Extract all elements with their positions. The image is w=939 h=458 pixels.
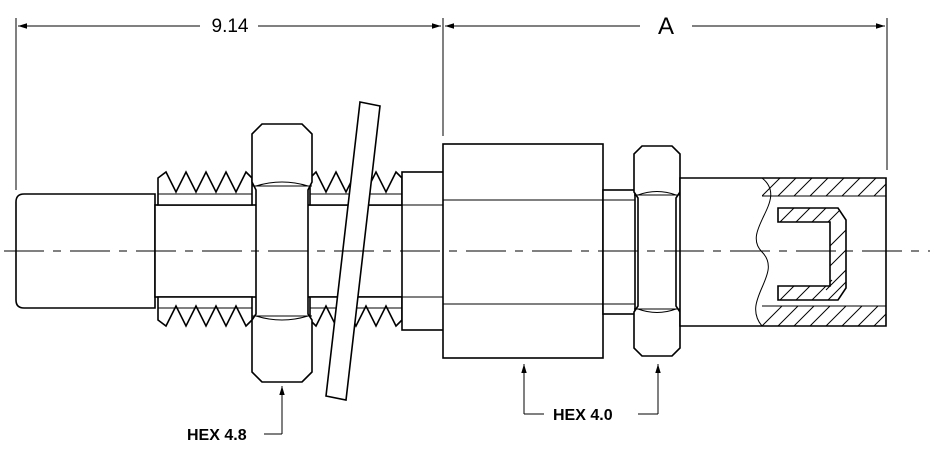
callout-hex-large: HEX 4.8 — [187, 386, 285, 444]
hatch-top — [762, 178, 886, 196]
hex-nut-large — [251, 123, 313, 383]
ferrule — [679, 177, 887, 327]
dimension-a: A — [445, 13, 888, 170]
hatch-bottom — [762, 306, 886, 326]
dimension-9-14: 9.14 — [15, 16, 444, 190]
callout-hex-small: HEX 4.0 — [521, 364, 661, 424]
hex-large-label: HEX 4.8 — [187, 427, 247, 444]
dimension-label-right: A — [658, 13, 674, 40]
hex-small-label: HEX 4.0 — [553, 407, 613, 424]
dimension-label-left: 9.14 — [212, 16, 249, 37]
